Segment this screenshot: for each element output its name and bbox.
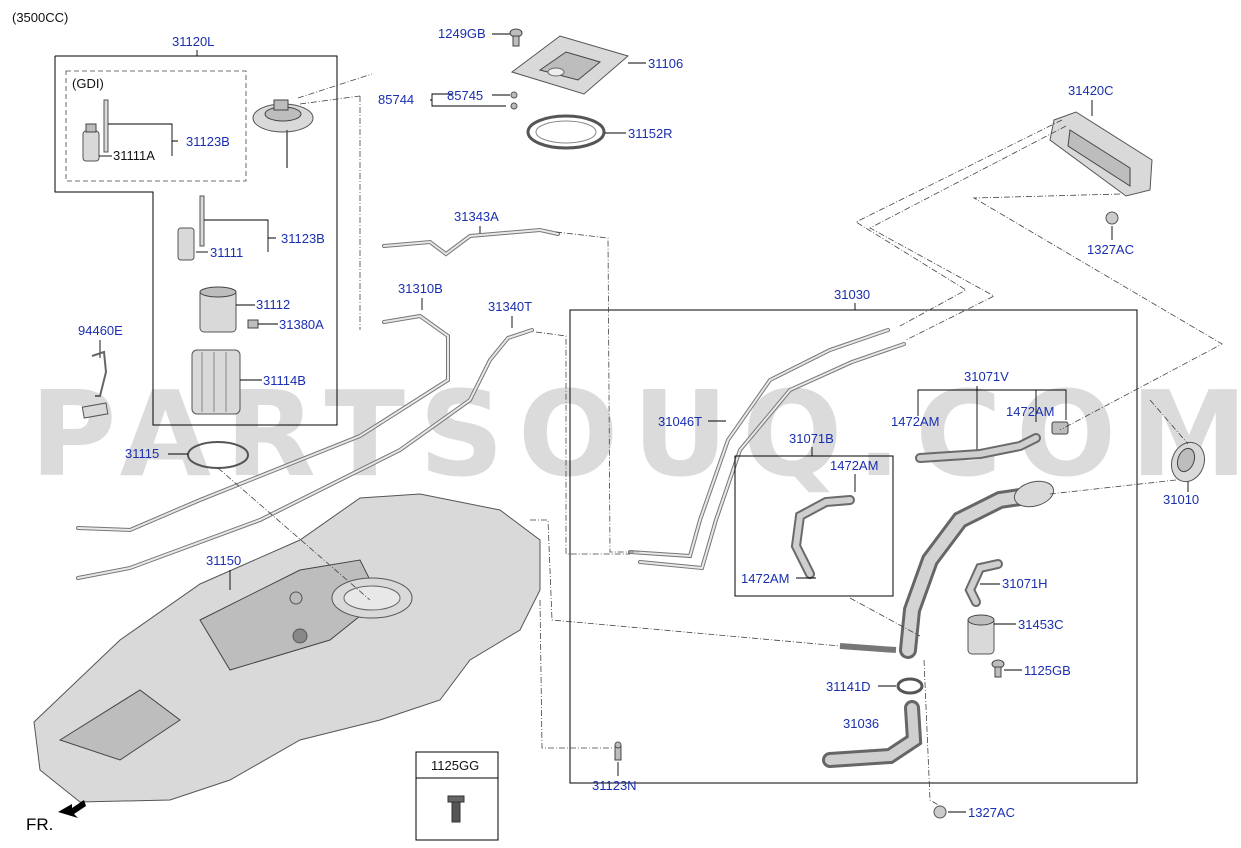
filler-neck-frame bbox=[569, 309, 1138, 784]
part-1327AC-top[interactable]: 1327AC bbox=[1087, 242, 1134, 257]
filler-neck bbox=[839, 480, 1055, 659]
line-31310B bbox=[76, 313, 450, 533]
pump-module-frame bbox=[54, 55, 338, 426]
part-1472AM-a[interactable]: 1472AM bbox=[891, 414, 939, 429]
part-31036[interactable]: 31036 bbox=[843, 716, 879, 731]
line-31046T bbox=[628, 328, 906, 571]
part-1472AM-d[interactable]: 1472AM bbox=[741, 571, 789, 586]
part-31114B[interactable]: 31114B bbox=[263, 373, 306, 388]
hose-31036 bbox=[822, 700, 923, 768]
part-31046T[interactable]: 31046T bbox=[658, 414, 702, 429]
sensor-94460E bbox=[81, 350, 109, 419]
line-31343A bbox=[382, 227, 560, 257]
guide-lines bbox=[217, 73, 1223, 807]
part-31453C[interactable]: 31453C bbox=[1018, 617, 1064, 632]
part-31123N[interactable]: 31123N bbox=[592, 778, 637, 793]
part-85745[interactable]: 85745 bbox=[447, 88, 483, 103]
part-31120L[interactable]: 31120L bbox=[172, 34, 214, 49]
part-31123B[interactable]: 31123B bbox=[281, 231, 325, 246]
part-94460E[interactable]: 94460E bbox=[78, 323, 123, 338]
part-1125GB[interactable]: 1125GB bbox=[1024, 663, 1071, 678]
reservoir-31114B bbox=[191, 349, 241, 415]
part-1472AM-b[interactable]: 1472AM bbox=[1006, 404, 1054, 419]
valve-31453C bbox=[967, 614, 995, 655]
part-31141D[interactable]: 31141D bbox=[826, 679, 871, 694]
part-31112[interactable]: 31112 bbox=[256, 297, 290, 312]
fuel-pump-31111 bbox=[177, 195, 205, 261]
pump-flange bbox=[252, 99, 314, 168]
bolt-31123N bbox=[614, 741, 622, 761]
fitting-31380A bbox=[247, 319, 259, 329]
bolt-box-1125GG bbox=[415, 751, 499, 841]
gdi-subframe bbox=[65, 70, 247, 182]
part-31420C[interactable]: 31420C bbox=[1068, 83, 1114, 98]
part-31343A[interactable]: 31343A bbox=[454, 209, 499, 224]
front-direction-arrow-icon bbox=[58, 800, 86, 818]
leader-31123B-top bbox=[108, 123, 178, 142]
part-31071B[interactable]: 31071B bbox=[789, 431, 834, 446]
part-1249GB[interactable]: 1249GB bbox=[438, 26, 486, 41]
hose-31071V bbox=[915, 421, 1069, 463]
fuel-cap-31010 bbox=[1170, 441, 1206, 483]
part-31030[interactable]: 31030 bbox=[834, 287, 870, 302]
part-31150[interactable]: 31150 bbox=[206, 553, 241, 568]
fuel-filter-31112 bbox=[199, 286, 237, 333]
fuel-tank-31150 bbox=[33, 493, 541, 803]
canister-31420C bbox=[1049, 111, 1153, 197]
part-31106[interactable]: 31106 bbox=[648, 56, 683, 71]
engine-label: (3500CC) bbox=[12, 10, 68, 25]
line-31340T bbox=[76, 328, 534, 580]
cover-plate-31106 bbox=[510, 35, 630, 95]
part-31071H[interactable]: 31071H bbox=[1002, 576, 1048, 591]
part-31111[interactable]: 31111 bbox=[210, 245, 243, 260]
gdi-fuel-pump bbox=[82, 99, 109, 162]
part-31123B-top[interactable]: 31123B bbox=[186, 134, 230, 149]
part-1472AM-c[interactable]: 1472AM bbox=[830, 458, 878, 473]
part-31010[interactable]: 31010 bbox=[1163, 492, 1199, 507]
part-31111A[interactable]: 31111A bbox=[113, 148, 155, 163]
part-1327AC-bottom[interactable]: 1327AC bbox=[968, 805, 1015, 820]
part-31152R[interactable]: 31152R bbox=[628, 126, 673, 141]
clamp-31141D bbox=[896, 677, 924, 695]
part-31071V[interactable]: 31071V bbox=[964, 369, 1009, 384]
bolt-1249GB bbox=[509, 28, 523, 47]
clips-85745 bbox=[510, 91, 518, 110]
hose-subframe bbox=[734, 455, 894, 597]
part-31115[interactable]: 31115 bbox=[125, 446, 159, 461]
part-31380A[interactable]: 31380A bbox=[279, 317, 324, 332]
hose-31071H bbox=[964, 559, 1003, 607]
bolt-1125GB bbox=[991, 659, 1005, 678]
bolt-1125GG-icon bbox=[447, 795, 465, 823]
part-31340T[interactable]: 31340T bbox=[488, 299, 532, 314]
part-85744[interactable]: 85744 bbox=[378, 92, 414, 107]
nut-1327AC-bottom bbox=[933, 805, 947, 819]
bolt-box-title: 1125GG bbox=[431, 758, 479, 773]
hose-31071B bbox=[790, 495, 855, 579]
gdi-label: (GDI) bbox=[72, 76, 104, 91]
front-label: FR. bbox=[26, 815, 53, 834]
part-31310B[interactable]: 31310B bbox=[398, 281, 443, 296]
nut-1327AC-top bbox=[1105, 211, 1119, 225]
ring-31152R bbox=[526, 114, 606, 150]
